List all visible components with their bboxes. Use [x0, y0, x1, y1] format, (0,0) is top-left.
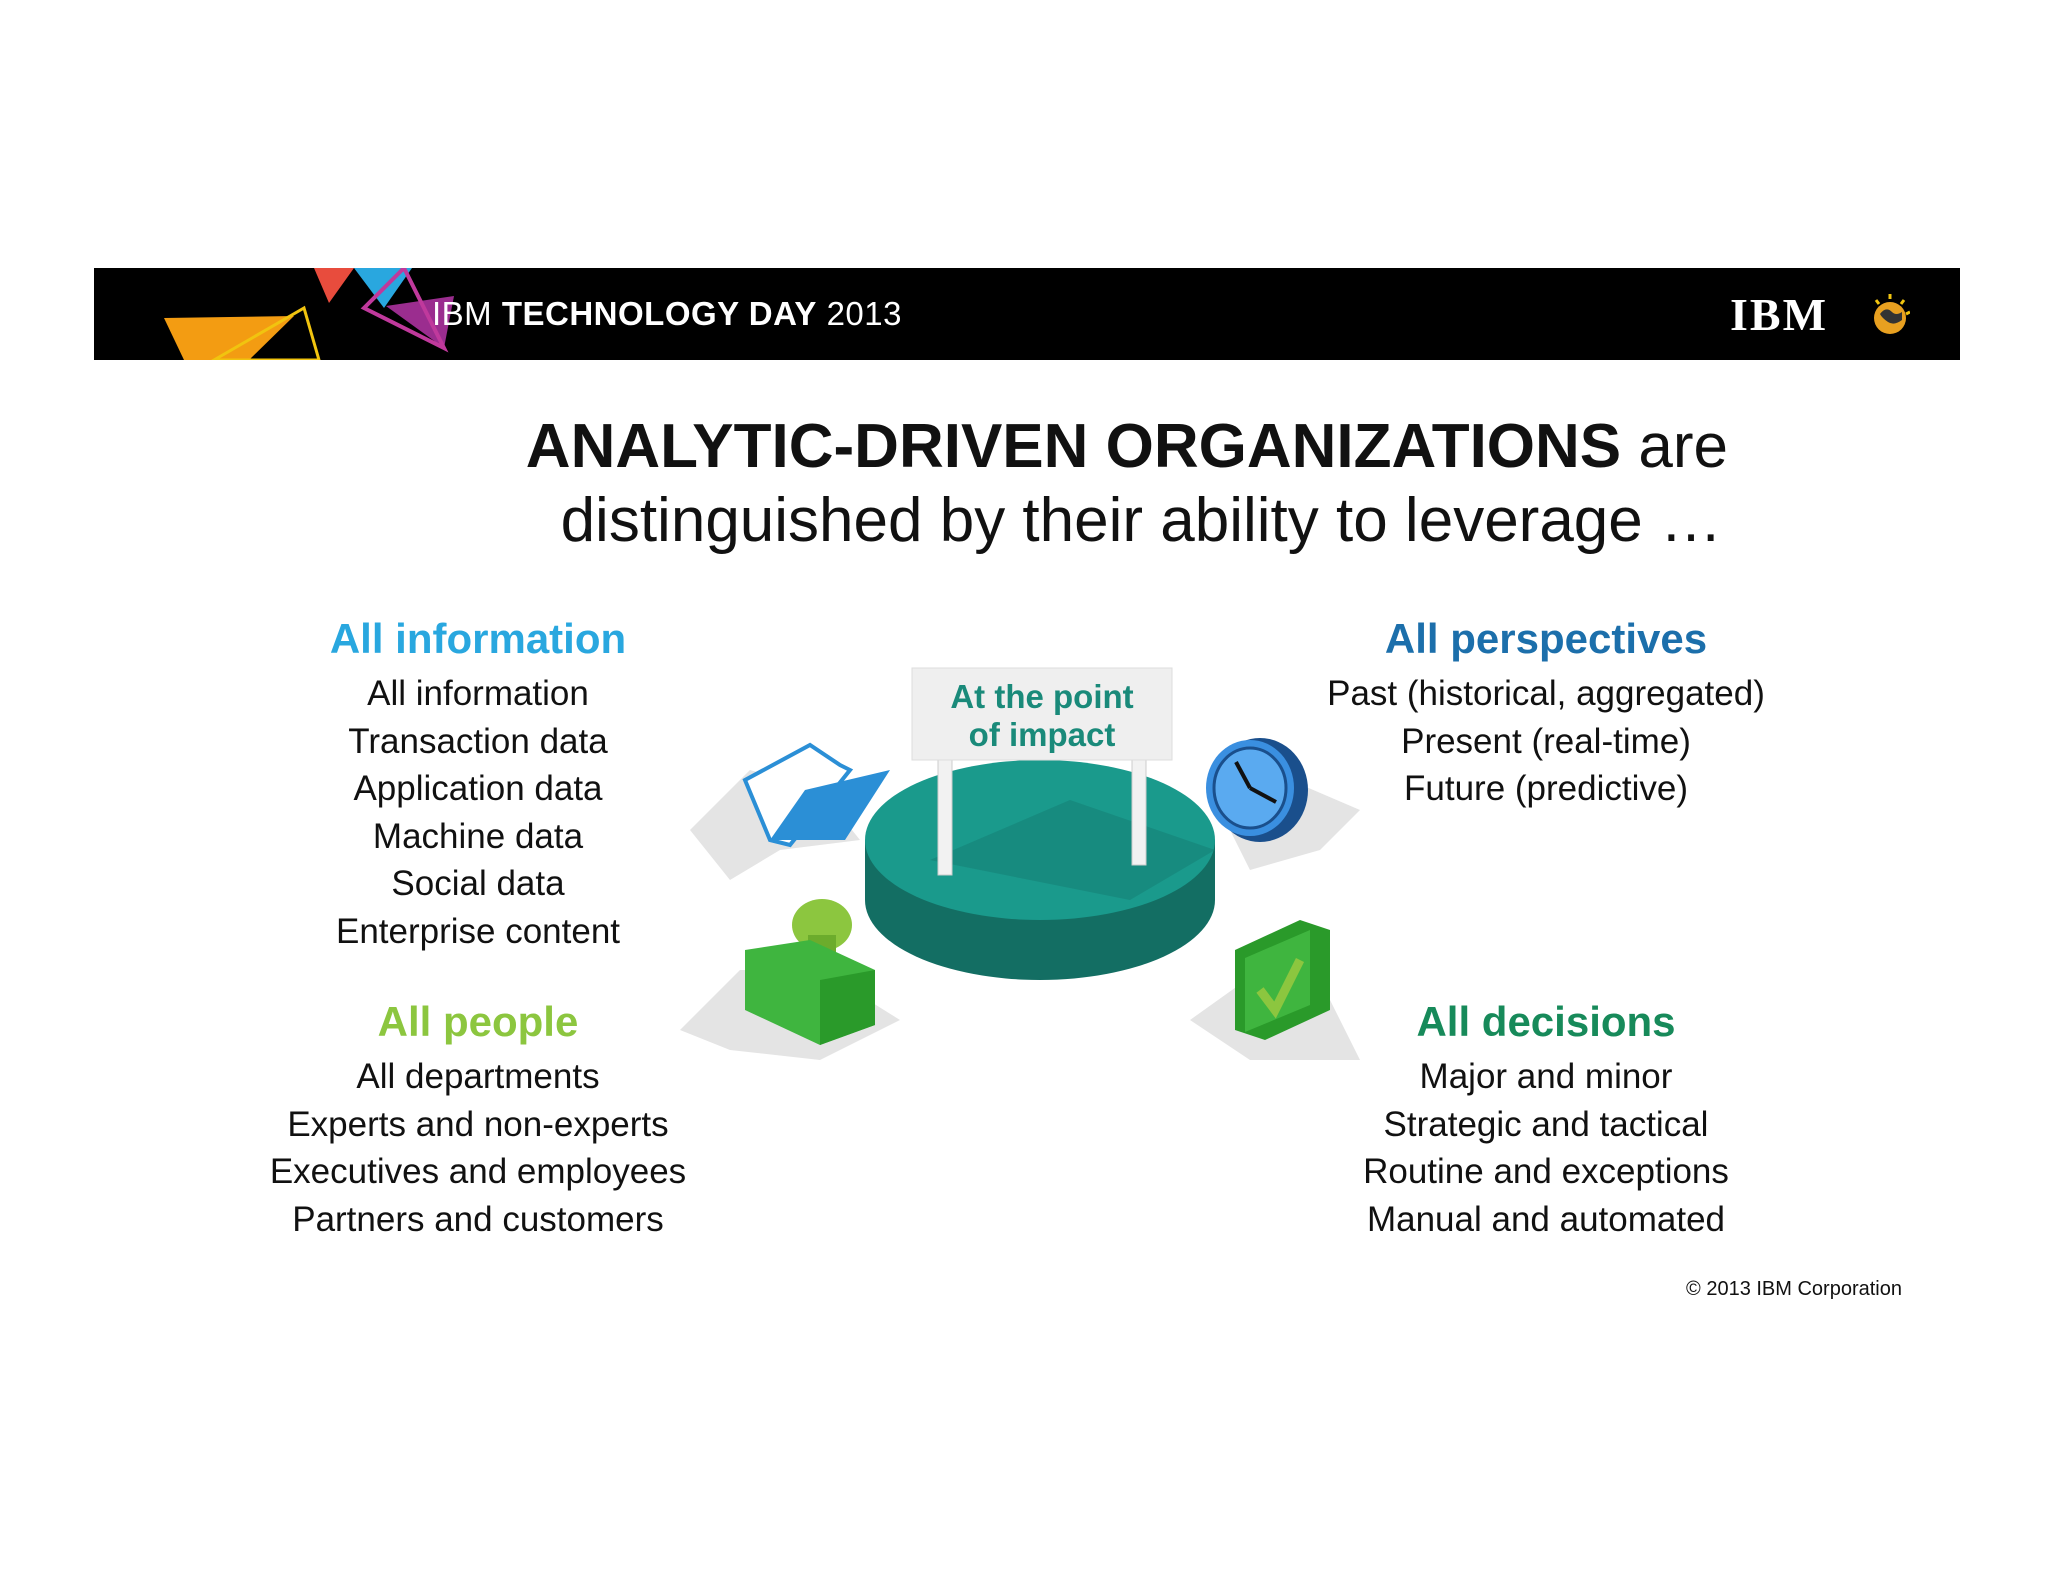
- list-item: Social data: [391, 864, 565, 903]
- sign-line2: of impact: [969, 716, 1116, 753]
- list-item: Enterprise content: [335, 911, 621, 951]
- header-banner: IBM TECHNOLOGY DAY 2013 IBM: [94, 268, 1960, 360]
- headline-bold: ANALYTIC-DRIVEN ORGANIZATIONS: [525, 412, 1622, 481]
- copyright-text: © 2013 IBM Corporation: [1686, 1278, 1902, 1300]
- headline-line2: distinguished by their ability to levera…: [560, 486, 1722, 555]
- headline: ANALYTIC-DRIVEN ORGANIZATIONS are distin…: [0, 410, 1728, 558]
- list-item: All information: [367, 674, 589, 713]
- section-people-title: All people: [377, 998, 579, 1045]
- title-year: 2013: [826, 295, 902, 332]
- ibm-logo-icon: IBM: [1730, 292, 1910, 338]
- svg-text:IBM: IBM: [1730, 292, 1828, 338]
- list-item: All departments: [356, 1057, 600, 1096]
- list-item: Transaction data: [348, 721, 608, 761]
- platform-disc-icon: [865, 760, 1215, 980]
- stamp-icon: [745, 899, 875, 1045]
- list-item: Present (real-time): [1401, 721, 1691, 761]
- event-title: IBM TECHNOLOGY DAY 2013: [432, 268, 902, 360]
- title-bold: TECHNOLOGY DAY: [501, 295, 817, 332]
- section-information-title: All information: [329, 615, 627, 662]
- center-illustration: At the point of impact: [680, 667, 1360, 1060]
- list-item: Manual and automated: [1366, 1199, 1726, 1239]
- sign-line1: At the point: [950, 678, 1133, 715]
- list-item: Application data: [353, 769, 603, 808]
- section-people: All people All departments Experts and n…: [230, 995, 726, 1243]
- clock-icon: [1206, 738, 1308, 842]
- section-information: All information All information Transact…: [230, 612, 726, 955]
- list-item: Past (historical, aggregated): [1327, 674, 1765, 713]
- section-decisions-title: All decisions: [1416, 998, 1676, 1045]
- list-item: Experts and non-experts: [287, 1104, 669, 1144]
- list-item: Partners and customers: [292, 1199, 664, 1239]
- title-prefix: IBM: [432, 295, 493, 332]
- folder-icon: [742, 742, 890, 848]
- headline-rest: are: [1638, 412, 1728, 481]
- list-item: Machine data: [372, 816, 584, 856]
- signpost-icon: At the point of impact: [911, 667, 1173, 876]
- section-decisions: All decisions Major and minor Strategic …: [1296, 995, 1796, 1243]
- list-item: Major and minor: [1419, 1057, 1673, 1096]
- list-item: Executives and employees: [269, 1152, 687, 1191]
- colorful-triangles-logo-icon: [164, 268, 454, 360]
- list-item: Strategic and tactical: [1383, 1104, 1709, 1144]
- section-perspectives: All perspectives Past (historical, aggre…: [1296, 612, 1796, 813]
- section-perspectives-title: All perspectives: [1384, 615, 1708, 662]
- checkbox-icon: [1235, 920, 1330, 1040]
- list-item: Future (predictive): [1404, 769, 1688, 808]
- list-item: Routine and exceptions: [1363, 1152, 1729, 1191]
